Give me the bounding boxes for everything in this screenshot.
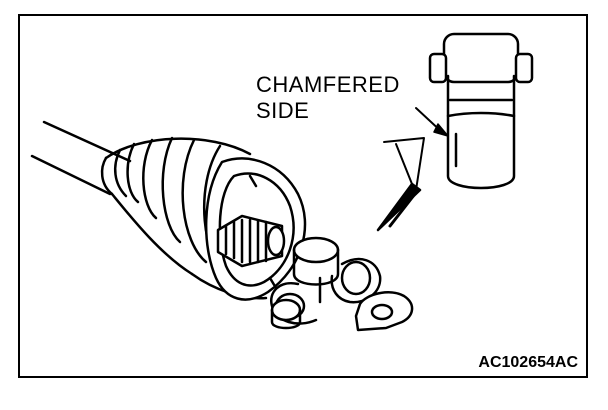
callout-line-1: CHAMFERED: [256, 72, 400, 97]
spline-icon: [216, 214, 286, 268]
callout-line-2: SIDE: [256, 98, 310, 123]
shaft-icon: [30, 120, 132, 196]
diagram-frame: CHAMFERED SIDE AC102654AC: [18, 14, 588, 378]
callout-arrowhead: [433, 123, 449, 137]
cv-joint-illustration: [30, 32, 534, 332]
chamfered-side-callout: CHAMFERED SIDE: [256, 72, 400, 124]
figure-id: AC102654AC: [478, 354, 578, 371]
boot-icon: [100, 136, 307, 301]
arrow-icon: [376, 137, 425, 232]
roller-icon: [270, 298, 302, 330]
snap-ring-icon: [354, 291, 414, 332]
roller-detail-icon: [428, 32, 534, 190]
